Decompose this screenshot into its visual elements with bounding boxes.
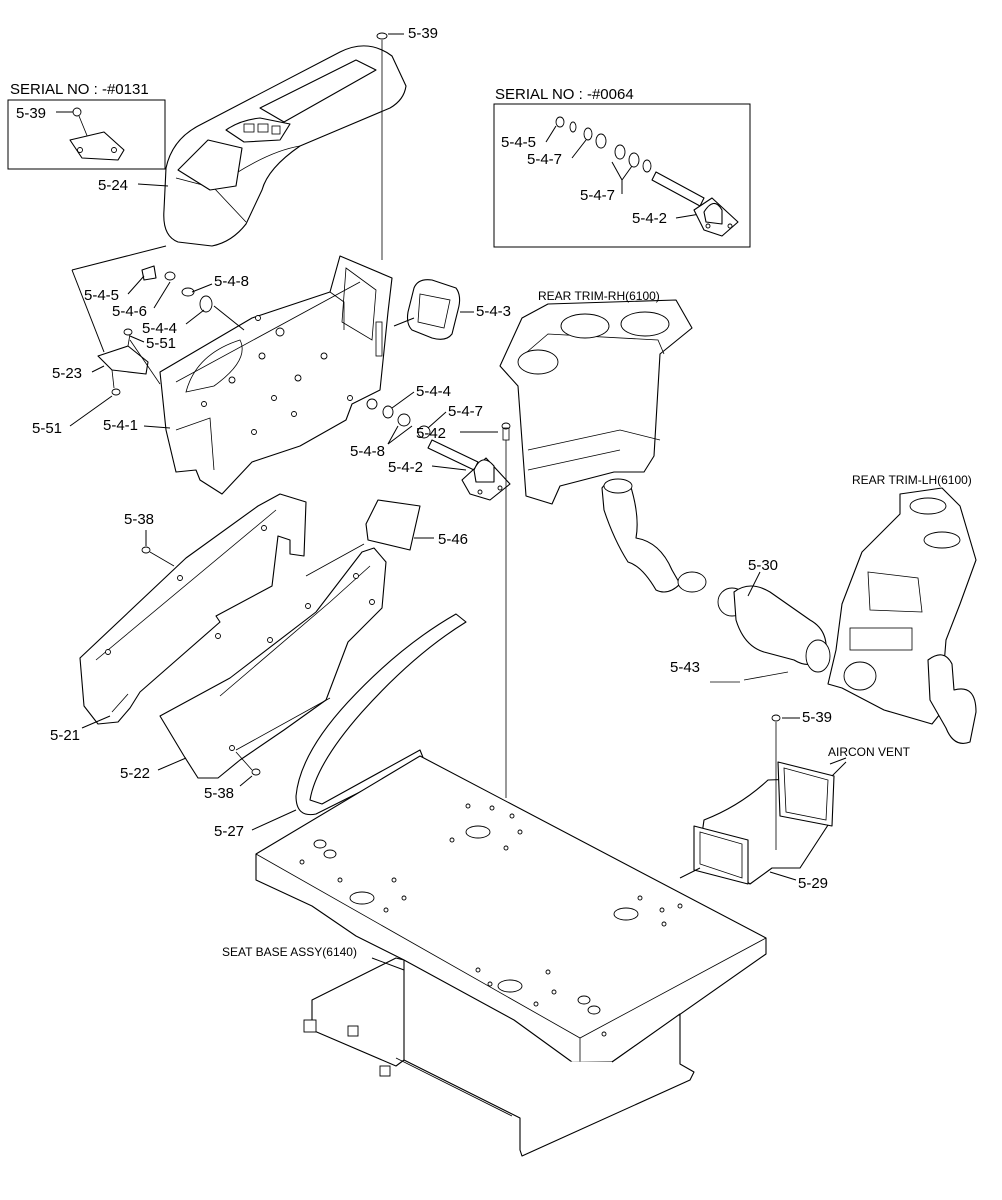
serial-box-right: SERIAL NO : -#0064 5-4-5 5-4-7 5-4-7 5-4… [493,86,751,248]
label-seat-base-assy: SEAT BASE ASSY(6140) [222,945,357,959]
label-5-29: 5-29 [798,875,828,892]
label-aircon-vent: AIRCON VENT [828,745,911,759]
aircon-vent-5-29: 5-29 AIRCON VENT [679,745,911,892]
duct-hose [601,478,747,617]
label-5-4-3: 5-4-3 [476,303,511,320]
rear-trim-rh: REAR TRIM-RH(6100) [499,289,693,505]
label-5-43: 5-43 [670,659,700,676]
leader-5-51-bottom [69,395,113,427]
label-5-4-8-top: 5-4-8 [214,273,249,290]
label-5-24: 5-24 [98,177,128,194]
seat-base-frame: SEAT BASE ASSY(6140) [222,945,695,1157]
label-rear-trim-rh: REAR TRIM-RH(6100) [538,289,660,303]
label-5-51-top: 5-51 [146,335,176,352]
duct-5-30: 5-30 5-43 [670,557,831,683]
serial-box-right-label-5-4-7-b: 5-4-7 [580,187,615,204]
serial-box-left-frame [7,99,166,170]
old-style-bracket-drawing [56,107,125,161]
leader-5-4-4-mid [391,391,415,409]
leader-5-4-2-mid [431,465,467,471]
label-5-21: 5-21 [50,727,80,744]
leader-5-4-5 [127,275,145,295]
leader-5-4-8-top [191,283,213,293]
label-5-4-7-mid: 5-4-7 [448,403,483,420]
rear-trim-lh: REAR TRIM-LH(6100) [827,473,977,744]
pivot-assembly-5-4-2 [382,405,511,501]
serial-box-left: SERIAL NO : -#0131 5-39 [7,81,166,170]
serial-box-right-label-5-4-2: 5-4-2 [632,210,667,227]
label-5-27: 5-27 [214,823,244,840]
screw-5-38-top: 5-38 [124,511,175,567]
label-5-51-bottom: 5-51 [32,420,62,437]
label-5-4-5: 5-4-5 [84,287,119,304]
pad-5-46: 5-46 [305,499,468,577]
leader-5-4-7-mid [427,411,447,429]
serial-box-right-label-5-4-7-a: 5-4-7 [527,151,562,168]
screw-5-42 [501,422,511,798]
label-5-4-4-mid: 5-4-4 [416,383,451,400]
leader-5-4-6 [153,281,171,309]
screw-5-39-right: 5-39 [771,709,832,850]
leader-5-4-8-mid-a [387,425,399,445]
hardware-left [71,245,245,396]
old-style-pivot-drawing [545,116,739,237]
label-5-22: 5-22 [120,765,150,782]
leader-5-51-top [129,335,145,343]
callout-5-4-1: 5-4-1 [103,417,171,434]
console-cover-5-24 [163,45,407,247]
leader-5-23 [91,365,105,373]
seat-base-plate [255,755,767,1063]
label-5-23: 5-23 [52,365,82,382]
label-5-30: 5-30 [748,557,778,574]
label-5-46: 5-46 [438,531,468,548]
label-5-4-2-mid: 5-4-2 [388,459,423,476]
label-5-4-8-mid: 5-4-8 [350,443,385,460]
label-5-4-4-top: 5-4-4 [142,320,177,337]
label-5-38-top: 5-38 [124,511,154,528]
label-5-42: 5-42 [416,425,446,442]
side-cover-5-22: 5-22 [120,547,387,782]
label-5-39-right: 5-39 [802,709,832,726]
serial-box-left-part-label: 5-39 [16,105,46,122]
screw-5-38-bottom: 5-38 [204,751,261,802]
bushing-5-4-3: 5-4-3 [393,279,511,340]
callout-5-24: 5-24 [98,177,169,194]
strip-5-27: 5-27 [214,613,467,840]
label-5-4-6: 5-4-6 [112,303,147,320]
serial-box-left-title: SERIAL NO : -#0131 [10,81,149,98]
serial-box-right-label-5-4-5: 5-4-5 [501,134,536,151]
screw-5-39-top: 5-39 [376,25,438,260]
leader-5-4-8-mid-b [387,425,413,445]
label-5-39-top: 5-39 [408,25,438,42]
leader-5-4-4-top [185,309,205,325]
label-rear-trim-lh: REAR TRIM-LH(6100) [852,473,972,487]
label-5-38-bottom: 5-38 [204,785,234,802]
console-frame-5-4-1 [159,255,393,495]
label-5-4-1: 5-4-1 [103,417,138,434]
serial-box-right-frame [493,103,751,248]
serial-box-right-title: SERIAL NO : -#0064 [495,86,634,103]
side-cover-5-21: 5-21 [50,493,307,744]
